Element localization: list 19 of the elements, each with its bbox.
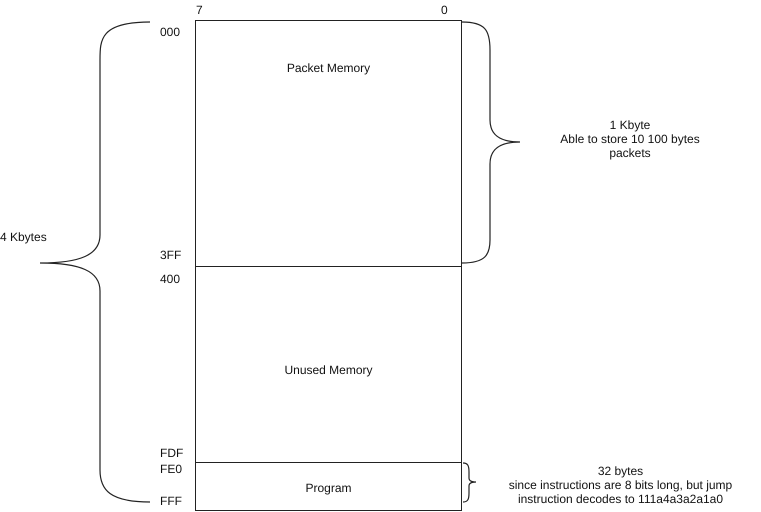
- address-label: 400: [160, 272, 182, 286]
- bit-number: 0: [441, 3, 449, 17]
- memory-region: [195, 20, 462, 267]
- address-label: 3FF: [160, 248, 182, 262]
- address-label: 000: [160, 25, 182, 39]
- annotation-text: since instructions are 8 bits long, but jump instruction decodes to 111a4a3a2a1a0: [508, 478, 734, 506]
- bit-number: 7: [196, 3, 204, 17]
- annotation-text: Able to store 10 100 bytes packets: [559, 132, 701, 160]
- address-label: FDF: [160, 446, 184, 460]
- region-label: Packet Memory: [286, 61, 372, 75]
- size-label: 1 Kbyte: [608, 118, 652, 132]
- region-label: Unused Memory: [283, 363, 374, 377]
- region-label: Program: [304, 481, 352, 495]
- address-label: FE0: [160, 462, 184, 476]
- size-label: 4 Kbytes: [0, 230, 48, 244]
- memory-region: [195, 462, 462, 511]
- size-label: 32 bytes: [596, 464, 644, 478]
- memory-region: [195, 266, 462, 463]
- address-label: FFF: [160, 494, 183, 508]
